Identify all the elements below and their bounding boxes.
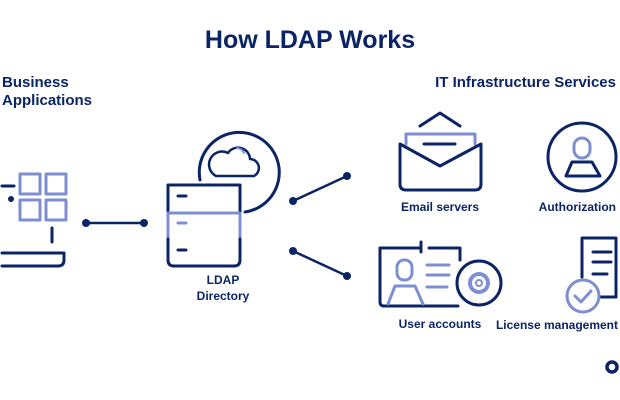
logo-mark <box>605 360 619 374</box>
business-apps-label-1: Business <box>2 74 69 91</box>
connector-apps-ldap <box>82 219 148 227</box>
service-label-user-accounts: User accounts <box>398 317 482 331</box>
service-label-authorization: Authorization <box>538 200 616 214</box>
user-circle-icon <box>546 121 618 193</box>
ldap-label-2: Directory <box>196 289 250 303</box>
it-services-label: IT Infrastructure Services <box>435 74 616 91</box>
id-card-gear-icon <box>378 240 503 308</box>
page-title: How LDAP Works <box>204 26 416 54</box>
ldap-label-1: LDAP <box>206 273 240 287</box>
envelope-icon <box>398 111 483 192</box>
document-check-icon <box>565 236 618 314</box>
connector-ldap-services <box>289 172 351 280</box>
business-apps-label-2: Applications <box>2 92 93 109</box>
laptop-apps-icon <box>0 172 68 268</box>
service-label-email: Email servers <box>400 200 480 214</box>
service-label-license: License management <box>495 318 618 332</box>
server-cloud-icon <box>166 130 281 268</box>
